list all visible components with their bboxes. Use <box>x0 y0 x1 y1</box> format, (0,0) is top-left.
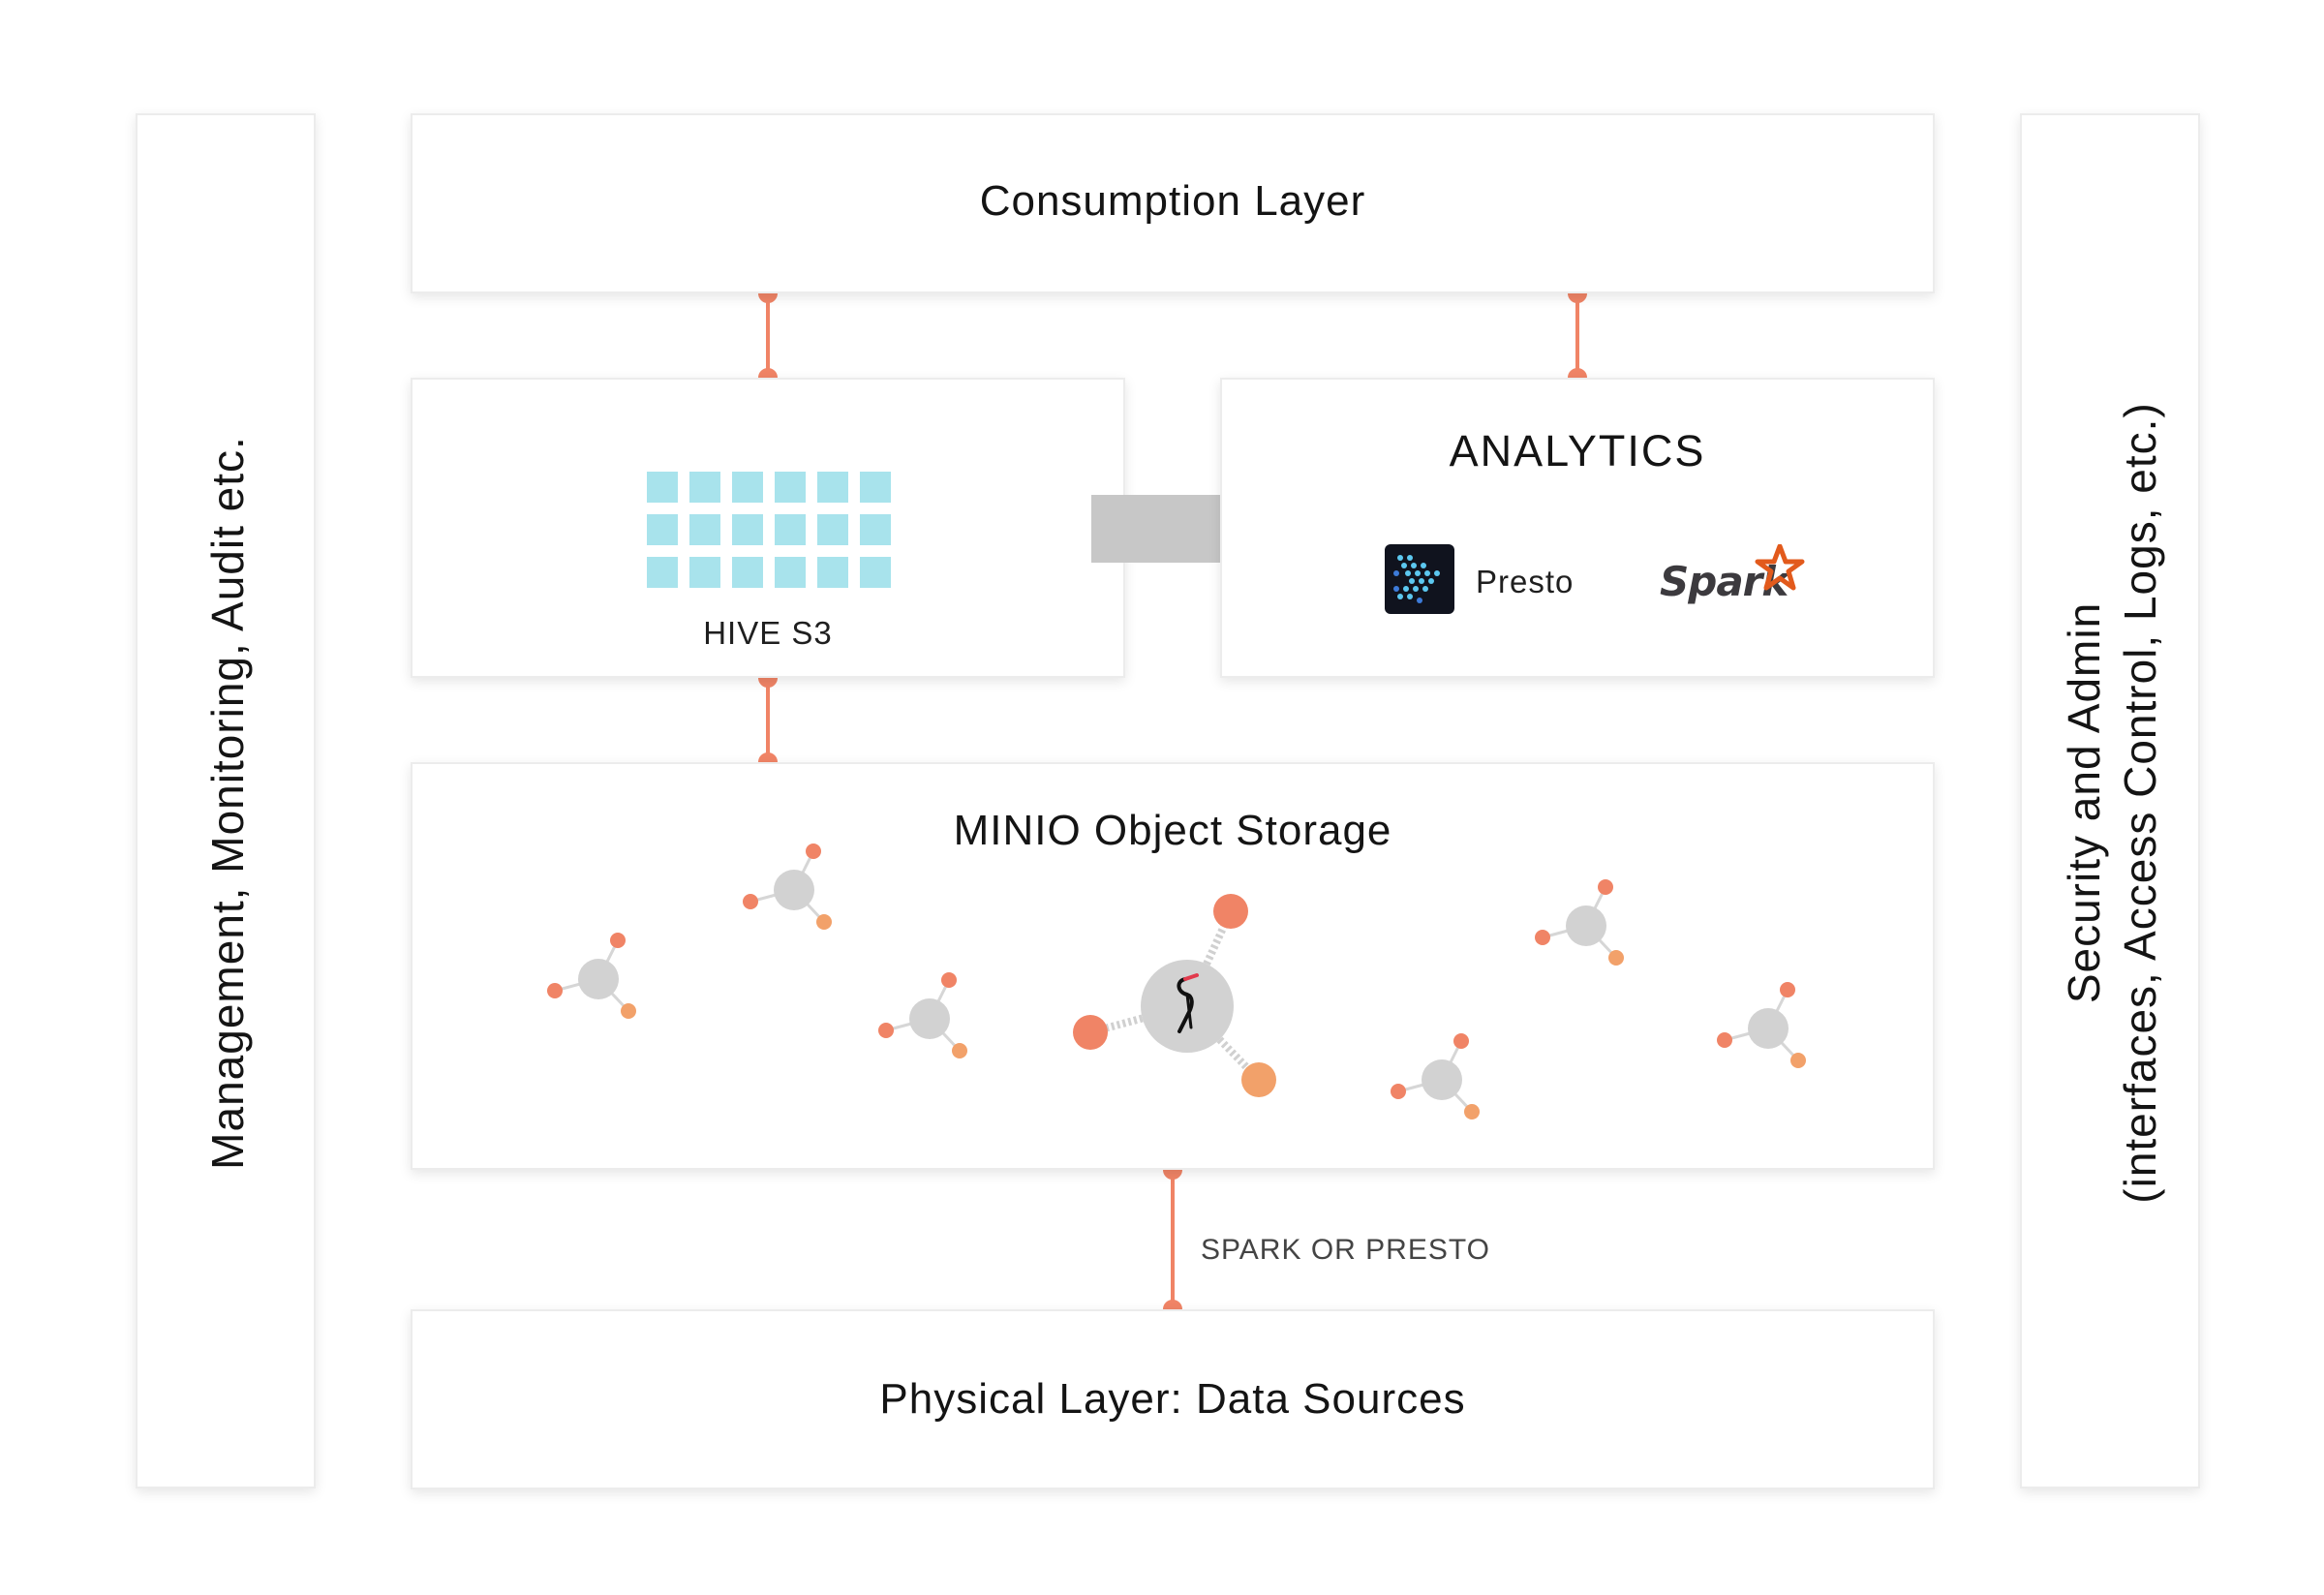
consumption-layer-title: Consumption Layer <box>979 177 1366 225</box>
spark-logo-icon: Spark <box>1660 544 1805 622</box>
storage-node <box>547 933 636 1019</box>
presto-logo-icon <box>1385 544 1454 614</box>
storage-node <box>743 844 832 930</box>
analytics-title: ANALYTICS <box>1449 426 1706 475</box>
hive-table-grid-icon <box>647 472 899 588</box>
storage-node <box>1535 879 1624 966</box>
storage-node <box>1391 1033 1480 1120</box>
physical-layer-box: Physical Layer: Data Sources <box>411 1309 1935 1489</box>
security-panel: Security and Admin (interfaces, Access C… <box>2020 113 2200 1488</box>
security-label-line2: (interfaces, Access Control, Logs, etc.) <box>2115 402 2165 1204</box>
spark-or-presto-label: SPARK OR PRESTO <box>1201 1234 1490 1266</box>
management-label: Management, Monitoring, Audit etc. <box>202 436 253 1170</box>
storage-node <box>878 972 967 1058</box>
security-label-line1: Security and Admin <box>2059 601 2109 1004</box>
minio-storage-title: MINIO Object Storage <box>953 807 1392 854</box>
analytics-box: ANALYTICS Presto Spark <box>1220 378 1935 678</box>
presto-label: Presto <box>1476 564 1575 599</box>
minio-storage-box: MINIO Object Storage <box>411 762 1935 1170</box>
minio-node-cluster <box>547 844 1806 1120</box>
physical-layer-title: Physical Layer: Data Sources <box>879 1375 1466 1423</box>
consumption-layer-box: Consumption Layer <box>411 113 1935 293</box>
hive-s3-box: HIVE S3 <box>411 378 1125 678</box>
security-label: Security and Admin (interfaces, Access C… <box>2056 402 2168 1203</box>
minio-hub <box>1073 894 1276 1097</box>
hive-s3-label: HIVE S3 <box>703 615 833 651</box>
minio-bird-icon <box>1177 973 1199 1033</box>
storage-node <box>1717 982 1806 1068</box>
management-panel: Management, Monitoring, Audit etc. <box>136 113 316 1488</box>
